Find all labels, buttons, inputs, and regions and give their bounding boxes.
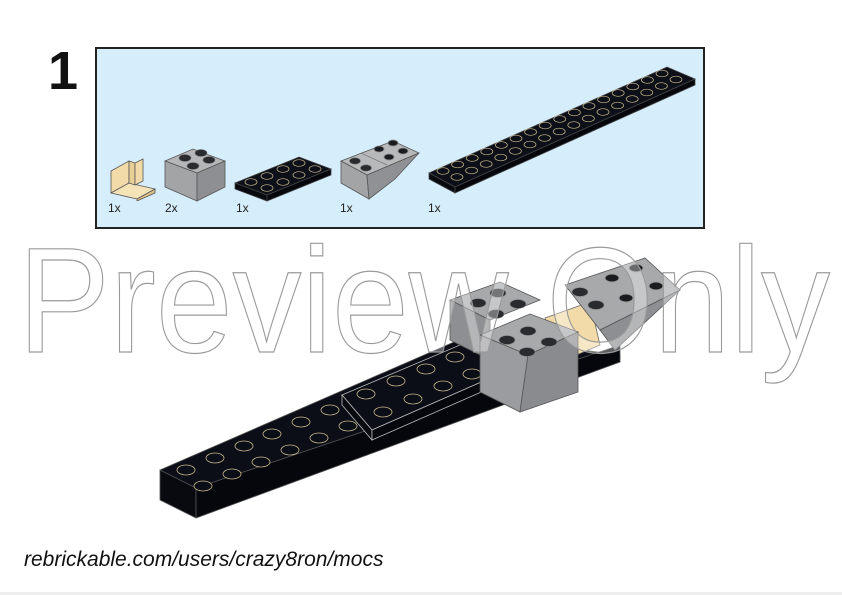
part-black-plate-2x16-icon — [428, 66, 696, 194]
page-bottom-divider — [0, 592, 842, 595]
part-black-plate-2x4-icon — [233, 156, 333, 202]
step-number: 1 — [48, 41, 79, 101]
part-gray-brick-2x2-icon — [163, 148, 227, 202]
parts-list-callout: 1x 2x 1x 1x — [95, 47, 705, 229]
footer-url[interactable]: rebrickable.com/users/crazy8ron/mocs — [24, 548, 384, 571]
part-quantity: 1x — [108, 201, 121, 215]
part-quantity: 1x — [428, 201, 441, 215]
part-quantity: 1x — [236, 201, 249, 215]
part-quantity: 1x — [340, 201, 353, 215]
part-gray-inverted-slope-icon — [340, 139, 420, 200]
part-quantity: 2x — [165, 201, 178, 215]
part-tan-bracket-icon — [109, 158, 157, 201]
